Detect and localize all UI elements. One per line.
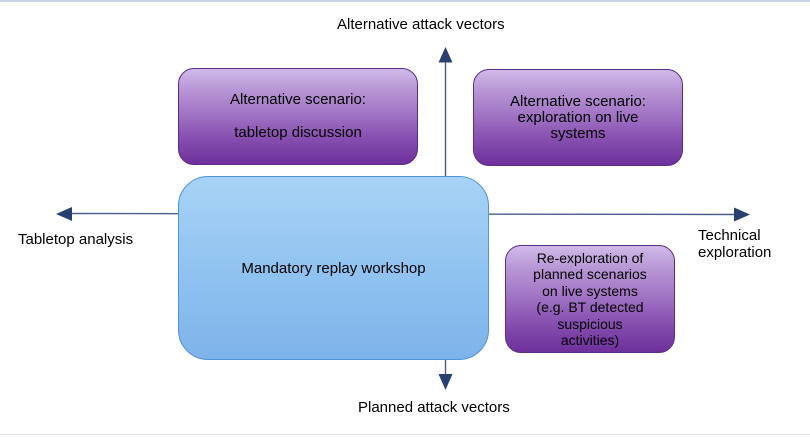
arrowhead-down-icon (438, 374, 453, 390)
axis-label-alternative-attack-vectors: Alternative attack vectors (337, 16, 505, 33)
box-text-line: planned scenarios (533, 266, 647, 282)
axis-label-tabletop-analysis: Tabletop analysis (18, 231, 134, 248)
box-text-line: Alternative scenario: (230, 91, 366, 108)
box-reexploration-planned-scenarios: Re-exploration of planned scenarios on l… (505, 245, 675, 353)
axis-label-planned-attack-vectors: Planned attack vectors (358, 399, 510, 416)
box-text-line: systems (550, 124, 606, 142)
box-text-line: on live systems (542, 282, 638, 299)
box-text-line: (e.g. BT detected (536, 299, 644, 315)
arrowhead-right-icon (734, 207, 750, 222)
box-text-line: exploration on live (517, 108, 639, 126)
box-alternative-scenario-live-systems: Alternative scenario: exploration on liv… (473, 69, 683, 166)
page-bottom-border (0, 434, 810, 435)
arrowhead-up-icon (438, 47, 453, 63)
box-text-line: Re-exploration of (536, 249, 644, 266)
arrowhead-left-icon (56, 207, 72, 221)
box-text-line: Alternative scenario: (510, 92, 646, 110)
box-mandatory-replay-workshop: Mandatory replay workshop (178, 176, 489, 360)
box-text-line: tabletop discussion (234, 124, 362, 141)
axis-label-technical-exploration: Technical exploration (698, 227, 772, 261)
box-text-line: Mandatory replay workshop (241, 259, 426, 277)
box-text-line: activities) (560, 332, 620, 348)
page-top-border (0, 0, 810, 2)
box-alternative-scenario-tabletop: Alternative scenario: tabletop discussio… (178, 68, 418, 165)
box-text-line: suspicious (557, 315, 623, 332)
